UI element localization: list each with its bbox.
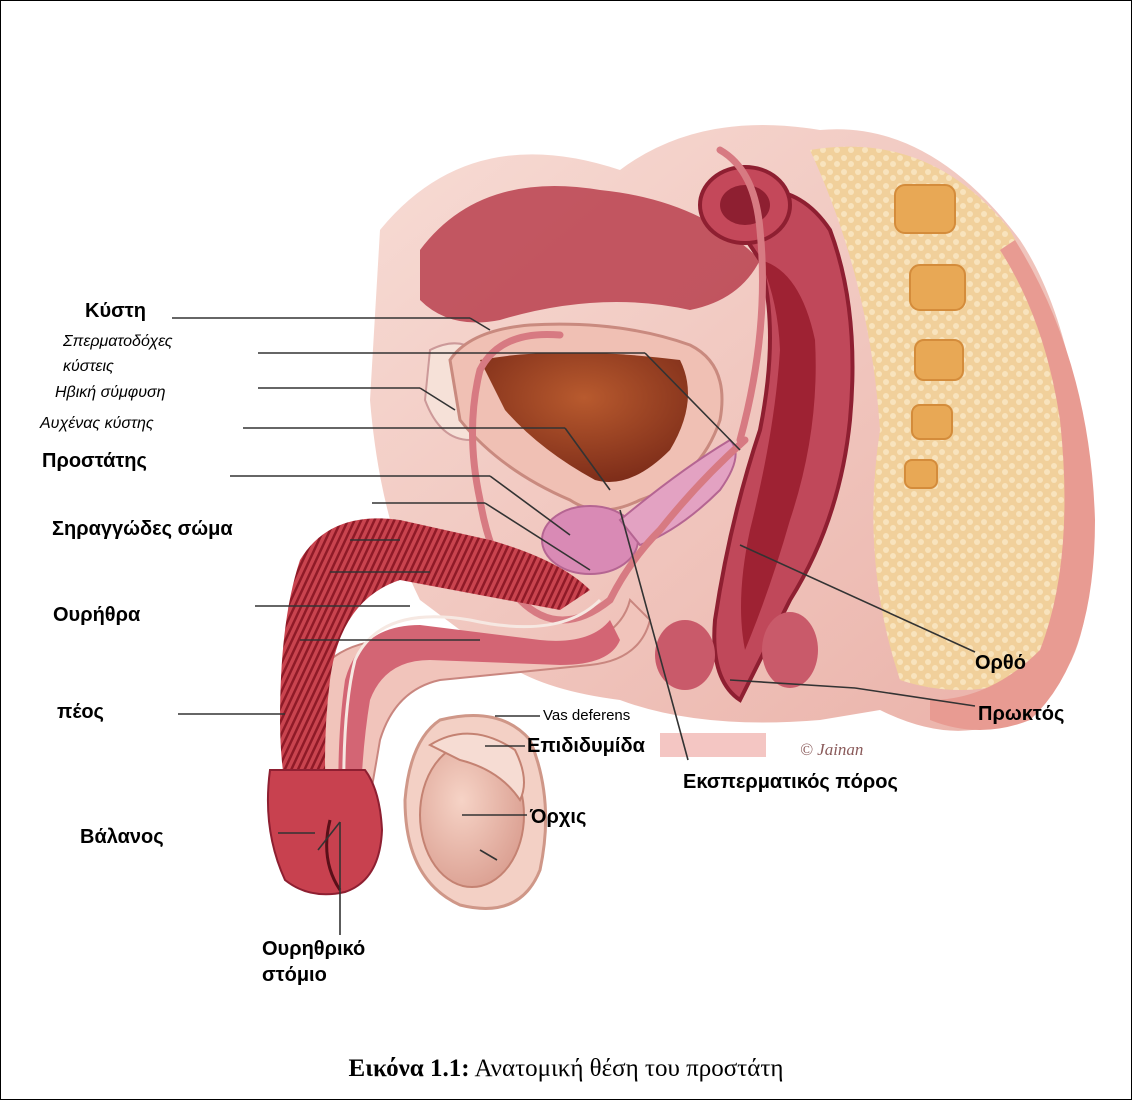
label-seminal-vesicles-1: Σπερματοδόχες <box>63 333 173 351</box>
epididymis-label-highlight <box>660 733 766 757</box>
label-rectum: Ορθό <box>975 652 1026 675</box>
label-bladder: Κύστη <box>85 300 146 323</box>
label-ejaculatory-duct: Εκσπερματικός πόρος <box>683 771 898 794</box>
label-vas-deferens: Vas deferens <box>543 707 630 724</box>
label-seminal-vesicles-2: κύστεις <box>63 358 114 376</box>
anal-sphincter <box>762 612 818 688</box>
label-prostate: Προστάτης <box>42 450 147 473</box>
label-corpus-spongiosum: Σηραγγώδες σώμα <box>52 518 233 541</box>
label-pubic-symphysis: Ηβική σύμφυση <box>55 384 166 402</box>
label-testis: Όρχις <box>530 806 586 829</box>
label-penis: πέος <box>57 701 104 724</box>
caption-number: Εικόνα 1.1: <box>349 1055 470 1082</box>
figure-caption: Εικόνα 1.1: Ανατομική θέση του προστάτη <box>0 1055 1132 1083</box>
label-meatus-2: στόμιο <box>262 964 327 987</box>
label-epididymis: Επιδιδυμίδα <box>527 735 645 758</box>
label-glans: Βάλανος <box>80 826 164 849</box>
label-urethra: Ουρήθρα <box>53 604 140 627</box>
copyright-signature: © Jainan <box>800 740 863 760</box>
label-anus: Πρωκτός <box>978 703 1064 726</box>
label-bladder-neck: Αυχένας κύστης <box>40 415 154 433</box>
glans-shape <box>268 770 382 894</box>
label-meatus-1: Ουρηθρικό <box>262 938 365 961</box>
caption-text: Ανατομική θέση του προστάτη <box>470 1055 784 1082</box>
